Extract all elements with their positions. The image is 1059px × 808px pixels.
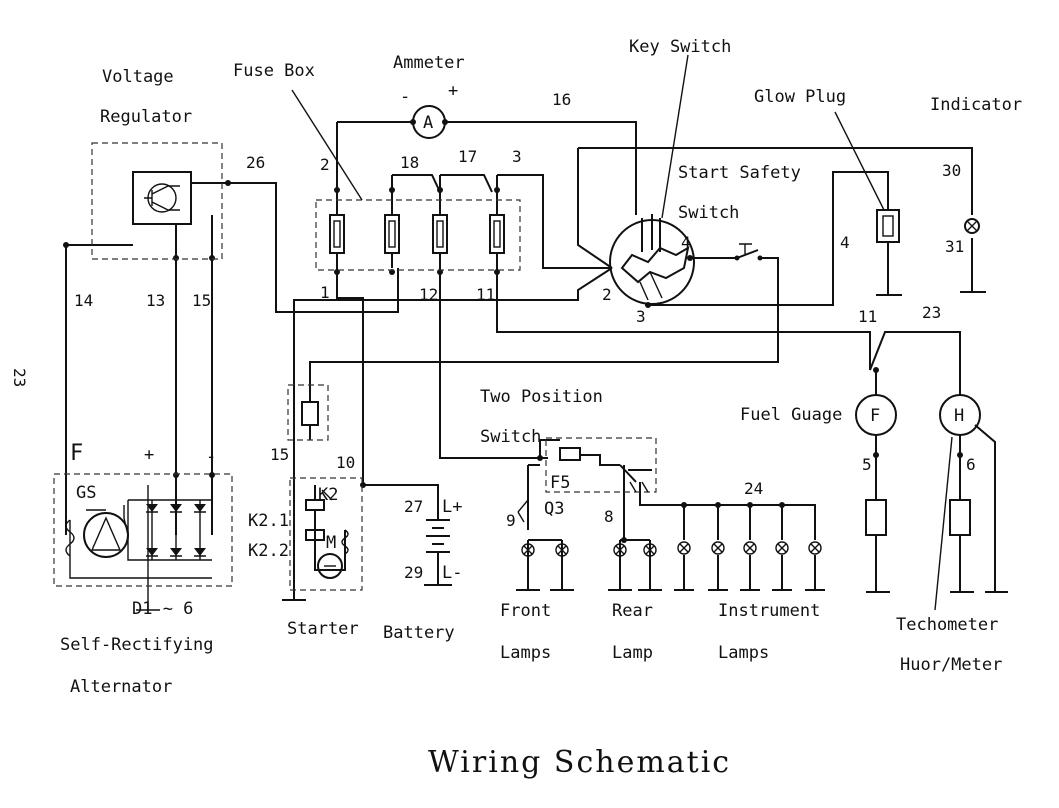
tachometer-label-2: Huor/Meter — [900, 655, 1002, 675]
fuse-box-label: Fuse Box — [233, 61, 315, 81]
wire-number-23: 23 — [922, 303, 941, 322]
wire-number-11: 11 — [476, 285, 495, 304]
indicator-lamp — [964, 218, 980, 234]
wire-number-6: 6 — [966, 455, 976, 474]
fuse-box — [291, 89, 521, 271]
fuse-box-leader — [291, 89, 363, 201]
two-position-label-1: Two Position — [480, 387, 603, 407]
wire-number-15b: 15 — [270, 445, 289, 464]
rear-lamp-label-2: Lamp — [612, 643, 653, 663]
voltage-regulator-label-1: Voltage — [102, 67, 174, 87]
wire-number-27: 27 — [404, 497, 423, 516]
wire-number-17: 17 — [458, 147, 477, 166]
starter — [287, 384, 363, 591]
ammeter-plus: + — [448, 81, 458, 101]
starter-label: Starter — [287, 619, 359, 639]
wire-number-10: 10 — [336, 453, 355, 472]
wire-number-5: 5 — [862, 455, 872, 474]
fuel-gauge-label: Fuel Guage — [740, 405, 842, 425]
two-position-switch — [517, 437, 657, 523]
alternator-label-1: Self-Rectifying — [60, 635, 214, 655]
wire-number-9: 9 — [506, 511, 516, 530]
tachometer-leader — [934, 436, 953, 611]
alternator — [53, 473, 233, 587]
wire-number-13: 13 — [146, 291, 165, 310]
page-number: 23 — [10, 368, 29, 387]
starter-m: M — [326, 533, 336, 553]
wire-number-14: 14 — [74, 291, 93, 310]
tachometer-label-1: Techometer — [896, 615, 998, 635]
key-switch-leader — [661, 54, 689, 219]
diodes-label: D1 ~ 6 — [132, 599, 193, 619]
k2-1-label: K2.1 — [248, 511, 289, 531]
voltage-regulator — [91, 142, 223, 260]
front-lamps-label-1: Front — [500, 601, 551, 621]
wire-number-18: 18 — [400, 153, 419, 172]
wire-number-29: 29 — [404, 563, 423, 582]
wire-number-2b: 2 — [602, 285, 612, 304]
glow-plug-leader — [834, 111, 885, 211]
battery — [426, 519, 450, 560]
glow-plug-label: Glow Plug — [754, 87, 846, 107]
wire-number-3: 3 — [512, 147, 522, 166]
tachometer-symbol: H — [954, 406, 964, 426]
key-switch-label: Key Switch — [629, 37, 731, 57]
start-safety-label-1: Start Safety — [678, 163, 801, 183]
wire-number-16: 16 — [552, 90, 571, 109]
k2-2-label: K2.2 — [248, 541, 289, 561]
wire-number-24: 24 — [744, 479, 763, 498]
wire-number-12: 12 — [419, 285, 438, 304]
voltage-regulator-label-2: Regulator — [100, 107, 192, 127]
wire-numbers: 2 18 17 3 16 26 1 12 11 14 13 15 4 2 3 4… — [74, 90, 976, 582]
two-position-label-2: Switch — [480, 427, 541, 447]
ammeter-label: Ammeter — [393, 53, 465, 73]
ammeter-minus: - — [400, 87, 410, 107]
wire-number-4b: 4 — [840, 233, 850, 252]
fuel-gauge-symbol: F — [870, 406, 880, 426]
wire-number-31: 31 — [945, 237, 964, 256]
wire-number-1: 1 — [320, 283, 330, 302]
fuel-gauge — [855, 394, 897, 536]
lamps — [521, 541, 822, 557]
wire-number-4: 4 — [681, 233, 691, 252]
rear-lamp-label-1: Rear — [612, 601, 653, 621]
indicator-label: Indicator — [930, 95, 1022, 115]
alternator-minus: - — [206, 447, 216, 467]
alternator-f: F — [70, 441, 83, 466]
wire-number-8: 8 — [604, 507, 614, 526]
diagram-title: Wiring Schematic — [428, 745, 731, 780]
alternator-plus: + — [144, 445, 154, 465]
battery-minus: L- — [442, 563, 462, 583]
alternator-gs: GS — [76, 483, 96, 503]
key-switch — [609, 54, 695, 305]
start-safety-switch — [734, 243, 763, 261]
alternator-label-2: Alternator — [70, 677, 172, 697]
wires — [65, 121, 1008, 611]
wire-number-15: 15 — [192, 291, 211, 310]
wire-number-30: 30 — [942, 161, 961, 180]
wire-number-2: 2 — [320, 155, 330, 174]
f5-label: F5 — [550, 473, 570, 493]
front-lamps-label-2: Lamps — [500, 643, 551, 663]
wire-number-3b: 3 — [636, 307, 646, 326]
battery-plus: L+ — [442, 497, 462, 517]
starter-k2: K2 — [318, 485, 338, 505]
ammeter-symbol: A — [423, 113, 433, 133]
instrument-lamps-label-1: Instrument — [718, 601, 820, 621]
instrument-lamps-label-2: Lamps — [718, 643, 769, 663]
glow-plug — [834, 111, 900, 243]
wire-number-26: 26 — [246, 153, 265, 172]
tachometer — [934, 394, 981, 611]
wire-number-11b: 11 — [858, 307, 877, 326]
q3-label: Q3 — [544, 499, 564, 519]
battery-label: Battery — [383, 623, 455, 643]
ammeter — [410, 105, 448, 139]
component-labels: Voltage Regulator Fuse Box Ammeter A - +… — [60, 37, 1022, 697]
start-safety-label-2: Switch — [678, 203, 739, 223]
